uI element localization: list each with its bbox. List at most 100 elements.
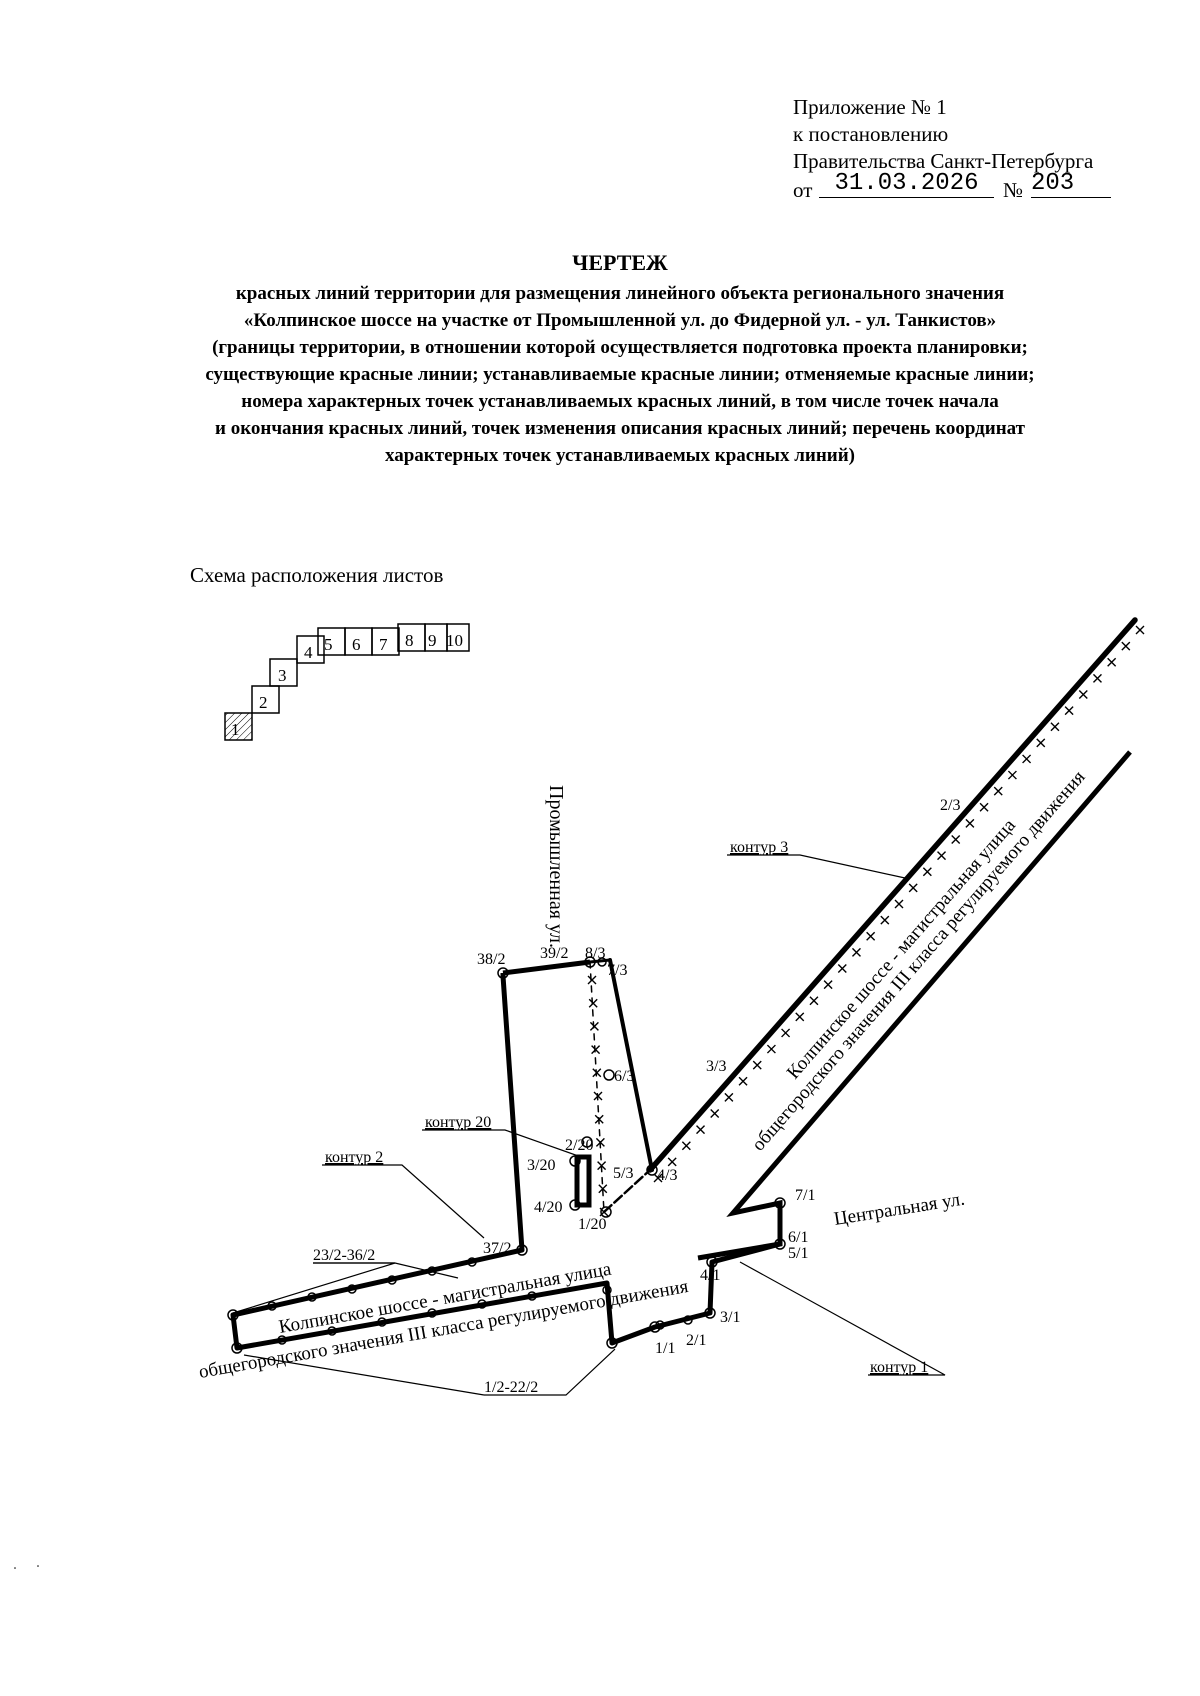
existing-red-line-mark [1135, 625, 1145, 635]
document-subtitle: красных линий территории для размещения … [100, 280, 1140, 469]
existing-red-line-mark [1064, 706, 1074, 716]
existing-red-line-mark [587, 975, 597, 985]
existing-red-line-mark [591, 1045, 601, 1055]
sheet-box-4 [296, 635, 325, 664]
existing-red-line-mark [866, 931, 876, 941]
sheet-number-3: 3 [278, 666, 287, 685]
date-prefix: от [793, 178, 813, 202]
existing-red-line-mark [592, 1068, 602, 1078]
existing-red-line-mark [589, 1021, 599, 1031]
existing-red-line-mark [593, 1091, 603, 1101]
existing-red-line-mark [851, 947, 861, 957]
number-prefix: № [1003, 178, 1024, 202]
point-labels: 2/3 3/3 4/3 5/3 6/3 7/3 8/3 38/2 39/2 37… [313, 797, 960, 1396]
street-label-kolpinskoe-diagonal-1: Колпинское шоссе - магистральная улица [783, 815, 1020, 1084]
existing-red-line-mark [1036, 738, 1046, 748]
sheet-number-2: 2 [259, 693, 268, 712]
existing-red-line-mark [781, 1028, 791, 1038]
point-label: 37/2 [483, 1240, 511, 1257]
existing-red-line-mark [1107, 657, 1117, 667]
existing-red-line-mark [766, 1044, 776, 1054]
contour-3-boundary [588, 617, 1138, 1214]
contour-2-boundary [230, 959, 781, 1351]
point-range-label: 1/2-22/2 [484, 1379, 538, 1396]
sheet-layout-scheme: 1 2 3 4 5 6 7 8 9 10 [224, 623, 470, 741]
existing-red-line-mark [908, 883, 918, 893]
contour-label-3: контур 3 [730, 839, 788, 856]
sheet-box-3 [269, 658, 298, 687]
sheet-number-5: 5 [324, 635, 333, 654]
subtitle-line: номера характерных точек устанавливаемых… [241, 391, 999, 412]
sheet-scheme-label: Схема расположения листов [190, 563, 444, 587]
point-label: 1/1 [655, 1340, 675, 1357]
existing-red-line-mark [653, 1173, 663, 1183]
existing-red-line-marks [587, 625, 1145, 1217]
point-label: 3/1 [720, 1309, 740, 1326]
appendix-block: Приложение № 1 к постановлению Правитель… [793, 94, 1133, 205]
street-label-tsentralnaya: Центральная ул. [832, 1189, 966, 1230]
sheet-number-1: 1 [231, 720, 240, 739]
point-label: 7/3 [607, 962, 627, 979]
existing-red-line-mark [1121, 641, 1131, 651]
point-label: 3/3 [706, 1058, 726, 1075]
subtitle-line: красных линий территории для размещения … [235, 283, 1005, 304]
subtitle-line: и окончания красных линий, точек изменен… [215, 418, 1025, 439]
sheet-box-10 [446, 623, 470, 652]
document-title: ЧЕРТЕЖ [572, 250, 668, 275]
existing-red-line-mark [894, 899, 904, 909]
existing-red-line-mark [1078, 689, 1088, 699]
point-label: 2/20 [565, 1137, 593, 1154]
existing-red-line-mark [979, 802, 989, 812]
existing-red-line-mark [823, 980, 833, 990]
subtitle-line: «Колпинское шоссе на участке от Промышле… [243, 310, 997, 331]
existing-red-line-mark [795, 1012, 805, 1022]
contour-20-boundary [574, 1154, 592, 1208]
point-label: 38/2 [477, 951, 505, 968]
sheet-box-1 [224, 712, 253, 741]
sheet-box-2 [251, 685, 280, 714]
point-label: 39/2 [540, 945, 568, 962]
existing-red-line-mark [594, 1114, 604, 1124]
road-boundary-right [697, 750, 1132, 1261]
point-label: 4/1 [700, 1267, 720, 1284]
existing-red-line-mark [951, 835, 961, 845]
existing-red-line-mark [965, 818, 975, 828]
sheet-box-7 [371, 627, 400, 656]
existing-red-line-mark [738, 1076, 748, 1086]
existing-red-line-mark [1050, 722, 1060, 732]
contour-label-1: контур 1 [870, 1359, 928, 1376]
point-label: 1/20 [578, 1216, 606, 1233]
subtitle-line: характерных точек устанавливаемых красны… [384, 445, 856, 466]
existing-red-line-mark [993, 786, 1003, 796]
existing-red-line-mark [696, 1125, 706, 1135]
sheet-number-7: 7 [379, 635, 388, 654]
existing-red-line-mark [809, 996, 819, 1006]
existing-red-line-mark [595, 1137, 605, 1147]
scan-specks [14, 1565, 39, 1569]
contour-label-20: контур 20 [425, 1114, 491, 1131]
existing-red-line-mark [724, 1092, 734, 1102]
contour-labels: контур 3 контур 20 контур 2 контур 1 [325, 839, 928, 1376]
point-label: 8/3 [585, 945, 605, 962]
existing-red-line-mark [710, 1109, 720, 1119]
contour-label-2: контур 2 [325, 1149, 383, 1166]
existing-red-line-mark [1092, 673, 1102, 683]
street-label-kolpinskoe-diagonal-2: общегородского значения III класса регул… [748, 767, 1090, 1156]
existing-red-line-mark [681, 1141, 691, 1151]
existing-red-line-mark [922, 867, 932, 877]
appendix-government: Правительства Санкт-Петербурга [793, 149, 1094, 173]
leader-lines [232, 854, 946, 1396]
point-label: 2/3 [940, 797, 960, 814]
resolution-number: 203 [1031, 171, 1111, 198]
point-label: 7/1 [795, 1187, 815, 1204]
resolution-date: 31.03.2026 [819, 171, 994, 198]
point-label: 3/20 [527, 1157, 555, 1174]
existing-red-line-mark [588, 998, 598, 1008]
point-label: 5/1 [788, 1245, 808, 1262]
sheet-number-8: 8 [405, 631, 414, 650]
subtitle-line: (границы территории, в отношении которой… [212, 337, 1028, 358]
point-label: 4/20 [534, 1199, 562, 1216]
point-label: 2/1 [686, 1332, 706, 1349]
sheet-number-6: 6 [352, 635, 361, 654]
